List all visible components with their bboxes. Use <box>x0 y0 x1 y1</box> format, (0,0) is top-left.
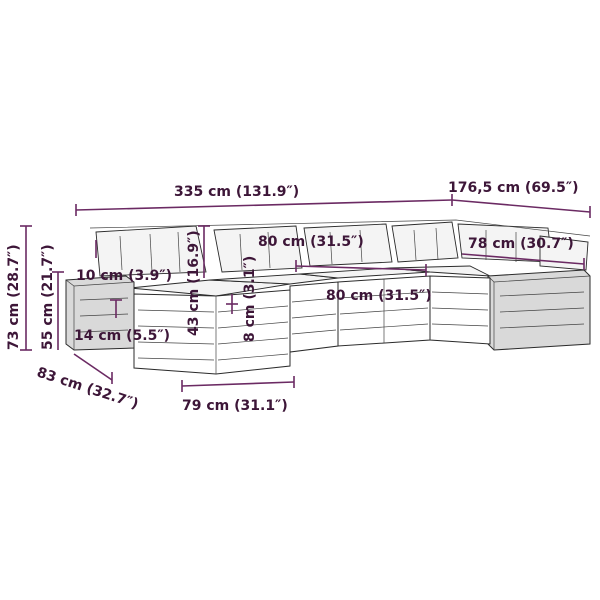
armrest-width-label: 10 cm (3.9″) <box>76 268 172 284</box>
back-cushions <box>95 221 589 277</box>
cushion-thickness-label: 8 cm (3.1″) <box>242 256 258 342</box>
total-height-label: 73 cm (28.7″) <box>6 244 22 350</box>
module-width-back-label: 80 cm (31.5″) <box>258 234 364 250</box>
pallet-bases <box>133 275 491 375</box>
corner-module-width-label: 78 cm (30.7″) <box>468 236 574 252</box>
leg-height-label: 14 cm (5.5″) <box>74 328 170 344</box>
backrest-height-label: 43 cm (16.9″) <box>186 230 202 336</box>
seat-cushions <box>129 265 491 297</box>
dimension-lines <box>20 194 591 392</box>
ottoman-width-label: 79 cm (31.1″) <box>182 398 288 414</box>
sofa-set-drawing <box>65 219 591 375</box>
seat-height-label: 55 cm (21.7″) <box>40 244 56 350</box>
total-width-label: 335 cm (131.9″) <box>174 184 299 200</box>
right-armrest <box>487 269 591 351</box>
module-width-front-label: 80 cm (31.5″) <box>326 288 432 304</box>
corner-depth-label: 176,5 cm (69.5″) <box>448 180 579 196</box>
seat-depth-label: 83 cm (32.7″) <box>35 365 140 413</box>
